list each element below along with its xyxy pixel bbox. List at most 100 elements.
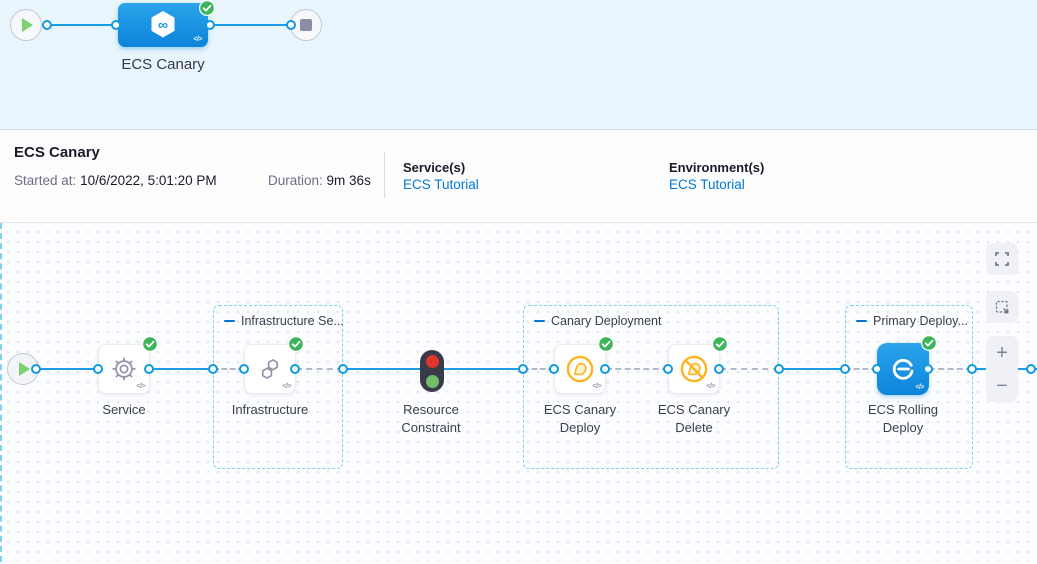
- play-icon: [19, 362, 30, 376]
- connector-line: [443, 368, 523, 370]
- connector-port: [144, 364, 154, 374]
- ecs-icon: [892, 358, 914, 380]
- success-check-icon: [712, 336, 728, 352]
- connector-line-dashed: [929, 368, 972, 370]
- connector-line-dashed: [606, 368, 668, 370]
- group-infrastructure-section: Infrastructure Se...: [213, 305, 344, 469]
- environments-label: Environment(s): [669, 160, 765, 175]
- step-label: ECS Canary Deploy: [543, 402, 617, 435]
- collapse-icon[interactable]: [856, 319, 867, 323]
- duration-value: 9m 36s: [326, 173, 371, 188]
- connector-port: [840, 364, 850, 374]
- svg-text:∞: ∞: [158, 17, 168, 33]
- step-infrastructure[interactable]: </>: [244, 344, 296, 394]
- code-icon: </>: [706, 383, 715, 390]
- divider: [384, 152, 385, 198]
- connector-port: [286, 20, 296, 30]
- traffic-light-red: [425, 354, 439, 368]
- step-label: ECS Canary Delete: [657, 402, 731, 435]
- connector-port: [872, 364, 882, 374]
- connector-port: [549, 364, 559, 374]
- connector-line-dashed: [845, 368, 877, 370]
- step-ecs-canary-deploy[interactable]: </>: [554, 344, 606, 394]
- stage-node-ecs-canary[interactable]: ∞ </>: [118, 3, 208, 47]
- resource-constraint-node[interactable]: [420, 350, 444, 392]
- success-check-icon: [142, 336, 158, 352]
- pipeline-hexagon-icon: ∞: [151, 11, 175, 38]
- pipeline-start-node: [10, 9, 42, 41]
- group-canary-deployment: Canary Deployment: [523, 305, 779, 469]
- code-icon: </>: [282, 383, 291, 390]
- success-check-icon: [921, 335, 937, 351]
- environments-link[interactable]: ECS Tutorial: [669, 177, 745, 192]
- execution-graph-canvas[interactable]: Infrastructure Se... Canary Deployment P…: [0, 223, 1037, 562]
- success-check-icon: [288, 336, 304, 352]
- collapse-icon[interactable]: [224, 319, 235, 323]
- step-label: ECS Rolling Deploy: [867, 402, 939, 435]
- group-title: Canary Deployment: [551, 314, 662, 328]
- code-icon: </>: [915, 384, 924, 391]
- services-label: Service(s): [403, 160, 466, 175]
- code-icon: </>: [136, 383, 145, 390]
- step-ecs-canary-delete[interactable]: </>: [668, 344, 720, 394]
- connector-port: [93, 364, 103, 374]
- success-check-icon: [199, 0, 215, 16]
- marquee-select-icon: [995, 300, 1009, 314]
- step-label: Service: [102, 402, 146, 417]
- play-icon: [22, 18, 33, 32]
- connector-port: [239, 364, 249, 374]
- traffic-light-green: [425, 374, 439, 388]
- connector-port: [714, 364, 724, 374]
- connector-line-dashed: [720, 368, 779, 370]
- stop-icon: [300, 19, 312, 31]
- group-title: Primary Deploy...: [873, 314, 968, 328]
- code-icon: </>: [193, 36, 202, 43]
- hexagon-cluster-icon: [261, 358, 279, 380]
- duration: Duration: 9m 36s: [268, 173, 371, 188]
- connector-line: [150, 368, 213, 370]
- fullscreen-button[interactable]: [986, 243, 1018, 275]
- connector-port: [600, 364, 610, 374]
- selection-button[interactable]: [986, 291, 1018, 323]
- graph-start-node: [7, 353, 39, 385]
- zoom-controls: + −: [986, 336, 1018, 402]
- collapse-icon[interactable]: [534, 319, 545, 323]
- connector-port: [774, 364, 784, 374]
- connector-port: [518, 364, 528, 374]
- started-at-value: 10/6/2022, 5:01:20 PM: [80, 173, 217, 188]
- services-link[interactable]: ECS Tutorial: [403, 177, 479, 192]
- connector-port: [1026, 364, 1036, 374]
- zoom-in-button[interactable]: +: [996, 341, 1008, 364]
- connector-port: [923, 364, 933, 374]
- connector-line: [214, 24, 291, 26]
- connector-line: [50, 24, 118, 26]
- connector-port: [967, 364, 977, 374]
- stage-minimap: ∞ </> ECS Canary: [0, 0, 1037, 130]
- code-icon: </>: [592, 383, 601, 390]
- zoom-out-button[interactable]: −: [996, 374, 1008, 397]
- canary-deploy-icon: [566, 355, 594, 383]
- started-at: Started at: 10/6/2022, 5:01:20 PM: [14, 173, 217, 188]
- started-at-label: Started at:: [14, 173, 77, 188]
- execution-title: ECS Canary: [14, 144, 100, 161]
- offscreen-group-border: [0, 223, 2, 562]
- connector-port: [338, 364, 348, 374]
- step-label: Resource Constraint: [401, 402, 461, 435]
- connector-port: [31, 364, 41, 374]
- group-title: Infrastructure Se...: [241, 314, 344, 328]
- connector-line-dashed: [523, 368, 554, 370]
- connector-line: [36, 368, 98, 370]
- connector-port: [111, 20, 121, 30]
- fullscreen-icon: [995, 252, 1009, 266]
- success-check-icon: [598, 336, 614, 352]
- group-primary-deployment: Primary Deploy...: [845, 305, 973, 469]
- execution-summary-bar: ECS Canary Started at: 10/6/2022, 5:01:2…: [0, 130, 1037, 223]
- connector-line: [343, 368, 420, 370]
- connector-line-dashed: [296, 368, 343, 370]
- connector-port: [208, 364, 218, 374]
- connector-port: [42, 20, 52, 30]
- connector-line: [779, 368, 845, 370]
- step-ecs-rolling-deploy[interactable]: </>: [877, 343, 929, 395]
- connector-line-dashed: [213, 368, 244, 370]
